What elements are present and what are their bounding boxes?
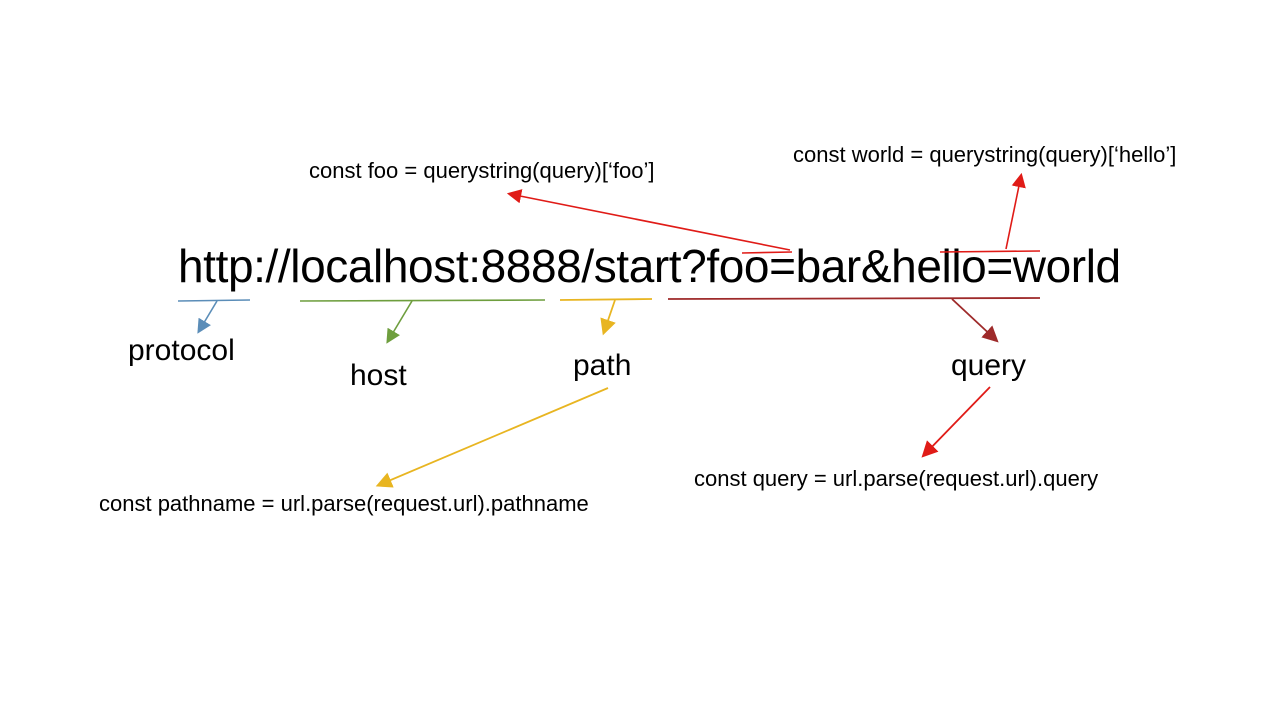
arrow-protocol [197,300,218,334]
arrow-pathname-note [375,387,609,488]
underline-query [667,297,1041,300]
code-note-pathname: const pathname = url.parse(request.url).… [99,491,589,516]
code-note-query: const query = url.parse(request.url).que… [694,466,1099,491]
arrow-host [386,300,413,344]
underline-protocol [177,299,251,302]
label-host: host [350,359,407,392]
code-note-world: const world = querystring(query)[‘hello’… [793,142,1177,167]
label-protocol: protocol [128,334,235,367]
label-path: path [573,349,632,382]
label-query: query [951,349,1027,382]
underline-path [559,298,653,301]
arrow-query [951,298,999,343]
arrow-path [600,299,616,336]
underline-host [299,299,546,302]
arrow-world-note [1005,172,1026,250]
url-string: http://localhost:8888/start?foo=bar&hell… [178,240,1121,292]
arrow-query-note [921,386,991,458]
code-note-foo: const foo = querystring(query)[‘foo’] [309,158,655,183]
